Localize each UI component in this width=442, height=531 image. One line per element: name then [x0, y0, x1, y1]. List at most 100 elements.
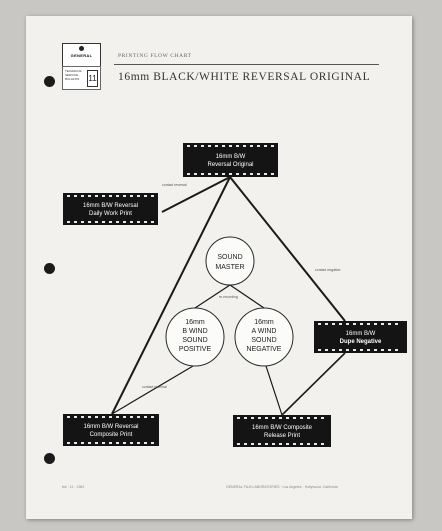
film-perforation	[109, 442, 112, 444]
film-perforation	[102, 195, 105, 197]
film-perforation	[264, 173, 267, 175]
film-perforation	[201, 145, 204, 147]
company-logo: GENERAL	[62, 43, 101, 67]
film-perforation	[123, 195, 126, 197]
film-perforation	[144, 221, 147, 223]
film-perforation	[116, 195, 119, 197]
bulletin-series-number: 11	[87, 70, 98, 87]
edge-a-wind-to-release-print	[265, 365, 283, 416]
sound-circles: SOUND MASTER 16mm B WIND SOUND POSITIVE …	[165, 236, 294, 367]
footer-right: GENERAL FILM LABORATORIES · Los Angeles …	[226, 485, 338, 489]
film-perforation	[74, 195, 77, 197]
node-b-wind-line2: B WIND	[182, 328, 207, 335]
film-perforation	[144, 416, 147, 418]
film-perforation	[272, 417, 275, 419]
node-a-wind-line4: NEGATIVE	[247, 346, 282, 353]
film-perforations	[67, 195, 154, 223]
node-b-wind-line1: 16mm	[185, 319, 205, 326]
film-perforation	[194, 173, 197, 175]
film-perforation	[88, 442, 91, 444]
film-perforation	[286, 417, 289, 419]
film-perforation	[325, 349, 328, 351]
film-perforation	[360, 323, 363, 325]
film-perforation	[222, 145, 225, 147]
film-perforation	[187, 145, 190, 147]
film-perforation	[293, 417, 296, 419]
edge-label-dupe: contact negative	[315, 268, 341, 272]
edge-sound-to-b-wind	[194, 284, 231, 309]
film-perforation	[116, 442, 119, 444]
film-perforation	[395, 349, 398, 351]
film-perforation	[137, 416, 140, 418]
film-perforation	[374, 323, 377, 325]
edge-sound-to-a-wind	[229, 284, 265, 309]
edge-label-composite: contact reversal	[142, 385, 167, 389]
node-reversal-original-line1: 16mm B/W	[216, 154, 246, 160]
film-perforation	[374, 349, 377, 351]
footer-left: tsb · 11 · 1962	[62, 485, 85, 489]
film-perforation	[332, 349, 335, 351]
film-perforation	[395, 323, 398, 325]
film-perforation	[67, 442, 70, 444]
node-composite-release-print-line2: Release Print	[264, 433, 300, 439]
film-perforation	[244, 443, 247, 445]
edge-dupe-to-release-print	[281, 352, 346, 416]
film-perforation	[81, 195, 84, 197]
film-perforation	[251, 417, 254, 419]
node-sound-master: SOUND MASTER	[205, 236, 255, 286]
film-perforation	[151, 442, 154, 444]
film-perforation	[81, 442, 84, 444]
film-boxes: 16mm B/W Reversal Original 16mm B/W Reve…	[63, 143, 407, 447]
film-perforation	[95, 195, 98, 197]
film-perforation	[388, 323, 391, 325]
bulletin-series-box: TECHNICAL SERVICE BULLETIN 11	[62, 66, 101, 90]
film-perforation	[95, 221, 98, 223]
node-sound-master-line2: MASTER	[215, 264, 244, 271]
film-perforation	[88, 221, 91, 223]
film-perforation	[265, 417, 268, 419]
film-perforation	[367, 323, 370, 325]
film-perforation	[137, 221, 140, 223]
node-sound-master-line1: SOUND	[217, 254, 242, 261]
film-perforation	[244, 417, 247, 419]
header-label: PRINTING FLOW CHART	[118, 53, 192, 59]
film-perforation	[208, 145, 211, 147]
film-perforation	[257, 145, 260, 147]
film-perforation	[194, 145, 197, 147]
binder-hole-top	[44, 76, 55, 87]
film-perforation	[67, 221, 70, 223]
node-b-wind-line4: POSITIVE	[179, 346, 212, 353]
film-perforation	[346, 349, 349, 351]
edge-label-daily: contact reversal	[162, 183, 187, 187]
film-perforation	[67, 416, 70, 418]
node-dupe-negative-line1: 16mm B/W	[346, 331, 376, 337]
film-perforation	[279, 443, 282, 445]
film-perforation	[74, 416, 77, 418]
film-perforation	[272, 443, 275, 445]
film-perforation	[229, 145, 232, 147]
film-perforation	[314, 443, 317, 445]
film-perforation	[151, 195, 154, 197]
node-b-wind-line3: SOUND	[182, 337, 207, 344]
film-perforation	[237, 417, 240, 419]
node-composite-release-print: 16mm B/W Composite Release Print	[233, 415, 331, 447]
node-daily-work-print-line1: 16mm B/W Reversal	[83, 203, 138, 209]
film-perforation	[144, 442, 147, 444]
node-daily-work-print: 16mm B/W Reversal Daily Work Print	[63, 193, 158, 225]
film-perforation	[109, 416, 112, 418]
film-perforation	[151, 221, 154, 223]
film-perforation	[130, 442, 133, 444]
film-perforation	[109, 195, 112, 197]
film-perforation	[74, 221, 77, 223]
film-perforation	[130, 416, 133, 418]
film-perforation	[81, 221, 84, 223]
film-perforation	[109, 221, 112, 223]
film-perforation	[102, 221, 105, 223]
film-perforation	[265, 443, 268, 445]
node-daily-work-print-line2: Daily Work Print	[89, 211, 132, 217]
film-perforation	[95, 442, 98, 444]
film-perforation	[74, 442, 77, 444]
film-perforation	[88, 195, 91, 197]
